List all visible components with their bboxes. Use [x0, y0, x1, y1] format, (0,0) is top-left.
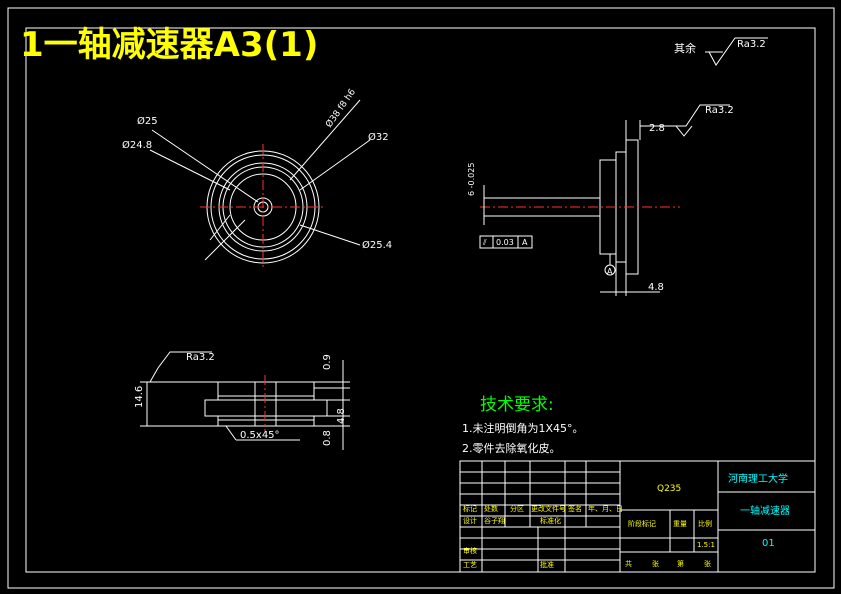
dim-0-8: 0.8: [322, 430, 333, 446]
scale-value: 1.5:1: [697, 541, 715, 549]
scale-label: 比例: [698, 519, 712, 528]
hdr-doc: 更改文件号: [531, 504, 566, 513]
rest-label: 其余: [674, 41, 696, 55]
rest-ra: Ra3.2: [737, 39, 766, 50]
material: Q235: [657, 484, 681, 494]
side-ra: Ra3.2: [705, 105, 734, 116]
hdr-date: 年、月、日: [588, 504, 623, 513]
sheets-label: 张: [652, 559, 659, 568]
approve-label: 批准: [540, 560, 554, 569]
datum-a: A: [607, 267, 613, 276]
weight-label: 重量: [673, 520, 687, 528]
part-name: 一轴减速器: [740, 504, 790, 517]
section-view: [140, 351, 350, 450]
dim-d25-4: Ø25.4: [362, 239, 392, 251]
tech-line-1: 1.未注明倒角为1X45°。: [462, 421, 584, 435]
inner-border: [25, 27, 816, 573]
process-label: 工艺: [463, 561, 477, 569]
nth-label: 第: [677, 559, 684, 568]
hdr-zone: 分区: [510, 504, 524, 513]
rest-roughness: 其余 Ra3.2: [674, 37, 768, 66]
title-block: [459, 460, 816, 573]
dim-d24-8: Ø24.8: [122, 139, 152, 151]
chamfer-note: 0.5x45°: [240, 430, 280, 441]
side-view: [479, 104, 730, 296]
dim-d25: Ø25: [137, 115, 158, 127]
dim-14-6: 14.6: [134, 386, 145, 408]
stage-label: 阶段标记: [628, 519, 656, 528]
tol-datum: A: [522, 238, 528, 247]
tol-symbol-icon: ⫽: [482, 238, 487, 247]
dim-2-8: 2.8: [649, 123, 665, 134]
dim-4-8-side: 4.8: [648, 282, 664, 293]
bottom-ra: Ra3.2: [186, 352, 215, 363]
check-label: 审核: [463, 546, 477, 555]
outer-border: [7, 7, 835, 589]
designer-name: 谷子翔: [484, 516, 505, 525]
hdr-mark: 标记: [463, 504, 477, 513]
drawing-code: 01: [762, 538, 775, 549]
dim-6: 6 -0.025: [467, 163, 476, 196]
tol-value: 0.03: [496, 238, 514, 247]
dim-0-9: 0.9: [322, 354, 333, 370]
hdr-sign: 签名: [568, 504, 582, 513]
dim-d32: Ø32: [368, 131, 389, 143]
school-name: 河南理工大学: [728, 472, 788, 485]
sheet-label: 张: [704, 559, 711, 568]
tech-line-2: 2.零件去除氧化皮。: [462, 441, 561, 455]
tech-heading: 技术要求:: [480, 395, 554, 415]
dim-4-8-section: 4.8: [336, 408, 347, 424]
design-label: 设计: [463, 516, 477, 525]
hdr-count: 处数: [484, 504, 498, 513]
front-view: [149, 99, 371, 270]
drawing-title: 1一轴减速器A3(1): [20, 25, 318, 65]
total-label: 共: [625, 559, 632, 568]
roughness-symbol-icon: [708, 37, 768, 66]
standard-label: 标准化: [540, 516, 561, 525]
